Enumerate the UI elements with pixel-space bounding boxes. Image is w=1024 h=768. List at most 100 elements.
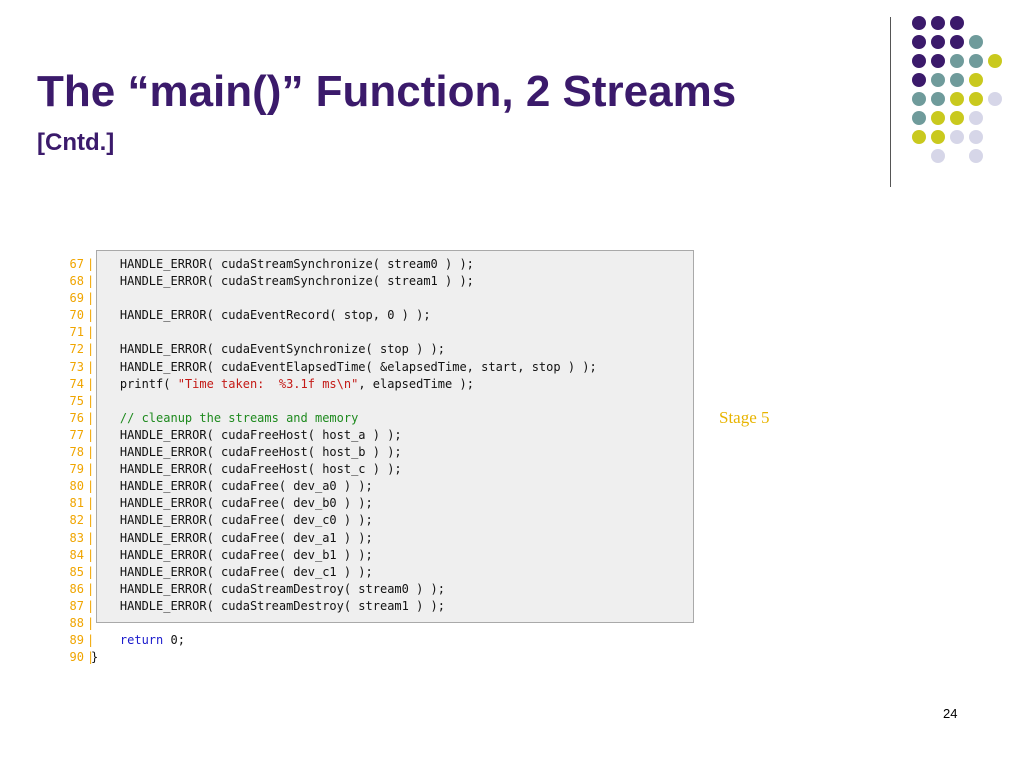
code-segment: HANDLE_ERROR( cudaFree( dev_b0 ) ); — [91, 496, 373, 511]
line-number: 68 — [69, 274, 84, 289]
line-number: 80 — [69, 479, 84, 494]
code-segment: HANDLE_ERROR( cudaEventSynchronize( stop… — [91, 342, 446, 357]
decorative-dot — [912, 35, 926, 49]
line-number-separator: | — [87, 598, 95, 613]
line-number: 78 — [69, 445, 84, 460]
line-number: 71 — [69, 325, 84, 340]
line-number-separator: | — [87, 325, 95, 340]
code-text: HANDLE_ERROR( cudaStreamSynchronize( str… — [91, 256, 474, 273]
decorative-dot — [931, 73, 945, 87]
decorative-dot — [969, 35, 983, 49]
line-number: 89 — [69, 633, 84, 648]
code-text: HANDLE_ERROR( cudaEventSynchronize( stop… — [91, 341, 445, 358]
code-segment: HANDLE_ERROR( cudaFree( dev_b1 ) ); — [91, 547, 373, 562]
code-keyword: return — [119, 633, 164, 648]
code-segment: } — [91, 650, 99, 665]
code-text: HANDLE_ERROR( cudaFree( dev_b0 ) ); — [91, 495, 373, 512]
code-segment: , elapsedTime ); — [358, 376, 474, 391]
line-number-separator: | — [87, 308, 95, 323]
header-divider-line — [890, 17, 891, 187]
line-number-separator: | — [87, 291, 95, 306]
line-number: 75 — [69, 393, 84, 408]
page-number: 24 — [943, 706, 958, 721]
line-number-separator: | — [87, 410, 95, 425]
line-number: 69 — [69, 291, 84, 306]
code-text: HANDLE_ERROR( cudaFree( dev_c1 ) ); — [91, 564, 373, 581]
decorative-dot — [912, 111, 926, 125]
decorative-dot — [950, 92, 964, 106]
code-segment: HANDLE_ERROR( cudaEventRecord( stop, 0 )… — [91, 308, 431, 323]
decorative-dot — [931, 130, 945, 144]
line-number: 73 — [69, 359, 84, 374]
line-number: 70 — [69, 308, 84, 323]
line-number-separator: | — [87, 376, 95, 391]
decorative-dot — [988, 54, 1002, 68]
decorative-dot — [931, 54, 945, 68]
slide-subtitle: [Cntd.] — [37, 129, 115, 156]
decorative-dot — [950, 35, 964, 49]
code-text: HANDLE_ERROR( cudaStreamSynchronize( str… — [91, 273, 474, 290]
line-number-separator: | — [87, 547, 95, 562]
line-number-separator: | — [87, 479, 95, 494]
decorative-dot — [931, 149, 945, 163]
code-segment: HANDLE_ERROR( cudaStreamSynchronize( str… — [91, 274, 474, 289]
line-number: 72 — [69, 342, 84, 357]
code-segment: HANDLE_ERROR( cudaFreeHost( host_c ) ); — [91, 462, 402, 477]
decorative-dot — [912, 92, 926, 106]
code-comment: // cleanup the streams and memory — [119, 410, 359, 425]
decorative-dot — [912, 54, 926, 68]
line-number: 77 — [69, 427, 84, 442]
line-number: 83 — [69, 530, 84, 545]
line-number: 84 — [69, 547, 84, 562]
decorative-dot — [950, 73, 964, 87]
decorative-dot — [931, 16, 945, 30]
line-number: 90 — [69, 650, 84, 665]
code-text: return 0; — [91, 632, 185, 649]
slide-title: The “main()” Function, 2 Streams — [37, 67, 737, 116]
decorative-dot — [950, 111, 964, 125]
line-number-separator: | — [87, 496, 95, 511]
decorative-dot — [931, 111, 945, 125]
line-number-separator: | — [87, 564, 95, 579]
line-number-separator: | — [87, 445, 95, 460]
decorative-dot — [950, 54, 964, 68]
code-segment: HANDLE_ERROR( cudaFreeHost( host_a ) ); — [91, 427, 402, 442]
code-segment: HANDLE_ERROR( cudaFree( dev_c0 ) ); — [91, 513, 373, 528]
line-number: 74 — [69, 376, 84, 391]
code-segment: HANDLE_ERROR( cudaStreamDestroy( stream1… — [91, 598, 446, 613]
code-segment — [91, 411, 120, 425]
line-number-separator: | — [87, 513, 95, 528]
code-text: // cleanup the streams and memory — [91, 410, 358, 427]
line-number-separator: | — [87, 581, 95, 596]
line-number: 79 — [69, 462, 84, 477]
code-string: "Time taken: %3.1f ms\n" — [177, 376, 359, 391]
line-number: 81 — [69, 496, 84, 511]
code-segment: HANDLE_ERROR( cudaFree( dev_a0 ) ); — [91, 479, 373, 494]
code-text: printf( "Time taken: %3.1f ms\n", elapse… — [91, 376, 474, 393]
line-number: 67 — [69, 257, 84, 271]
code-segment: HANDLE_ERROR( cudaStreamDestroy( stream0… — [91, 581, 446, 596]
code-text: HANDLE_ERROR( cudaFreeHost( host_a ) ); — [91, 427, 402, 444]
line-number: 82 — [69, 513, 84, 528]
line-number-separator: | — [87, 393, 95, 408]
line-number-separator: | — [87, 650, 95, 665]
line-number-separator: | — [87, 427, 95, 442]
code-text: HANDLE_ERROR( cudaFree( dev_b1 ) ); — [91, 547, 373, 564]
code-text: HANDLE_ERROR( cudaFree( dev_c0 ) ); — [91, 512, 373, 529]
code-text: HANDLE_ERROR( cudaFreeHost( host_b ) ); — [91, 444, 402, 461]
line-number-separator: | — [87, 633, 95, 648]
line-number: 88 — [69, 615, 84, 630]
decorative-dot — [950, 130, 964, 144]
line-number: 85 — [69, 564, 84, 579]
code-text: HANDLE_ERROR( cudaStreamDestroy( stream0… — [91, 581, 445, 598]
code-text: HANDLE_ERROR( cudaEventRecord( stop, 0 )… — [91, 307, 431, 324]
code-segment: printf( — [91, 376, 178, 391]
decorative-dot — [912, 16, 926, 30]
code-segment — [91, 633, 120, 647]
line-number-separator: | — [87, 462, 95, 477]
decorative-dot — [969, 149, 983, 163]
code-text: HANDLE_ERROR( cudaFree( dev_a1 ) ); — [91, 530, 373, 547]
code-text: HANDLE_ERROR( cudaFreeHost( host_c ) ); — [91, 461, 402, 478]
code-segment: 0; — [163, 633, 185, 648]
code-segment: HANDLE_ERROR( cudaEventElapsedTime( &ela… — [91, 359, 597, 374]
